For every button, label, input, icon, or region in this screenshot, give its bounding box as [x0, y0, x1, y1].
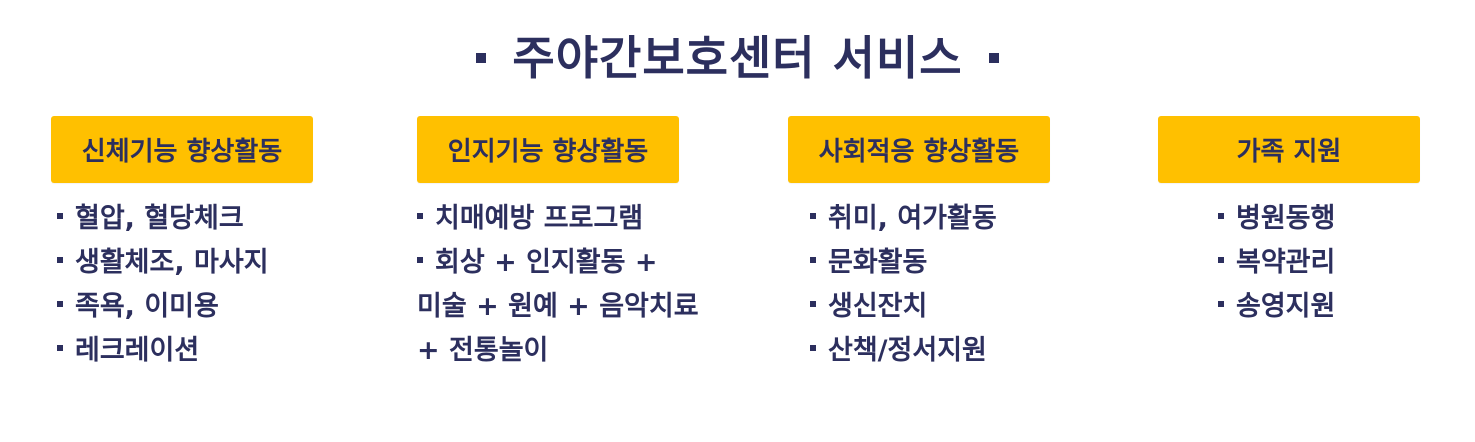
list-item-text: 취미, 여가활동	[828, 203, 997, 234]
list-item: 생활체조, 마사지	[57, 241, 313, 285]
square-bullet-icon	[810, 300, 816, 307]
list-item-text: 생활체조, 마사지	[75, 247, 269, 278]
square-bullet-icon	[810, 256, 816, 263]
square-bullet-icon	[57, 212, 63, 219]
list-item-text: 송영지원	[1236, 291, 1336, 322]
column-header: 인지기능 향상활동	[417, 116, 679, 183]
list-item-text: 혈압, 혈당체크	[75, 203, 244, 234]
list-item: 혈압, 혈당체크	[57, 197, 313, 241]
list-item: 병원동행	[1218, 197, 1420, 241]
square-bullet-icon	[1218, 212, 1224, 219]
list-item-text: 문화활동	[828, 247, 928, 278]
square-bullet-icon	[1218, 300, 1224, 307]
list-item: 회상 + 인지활동 +	[417, 241, 737, 285]
column-header: 사회적응 향상활동	[788, 116, 1050, 183]
list-item-text: 치매예방 프로그램	[435, 203, 644, 234]
list-item-text: 생신잔치	[828, 291, 928, 322]
title-bullet-right-icon	[988, 52, 999, 63]
list-item: 족욕, 이미용	[57, 285, 313, 329]
column-header: 가족 지원	[1158, 116, 1420, 183]
list-item: 미술 + 원예 + 음악치료	[417, 285, 737, 329]
list-item: 레크레이션	[57, 329, 313, 373]
list-item-text: 복약관리	[1236, 247, 1336, 278]
square-bullet-icon	[57, 256, 63, 263]
list-item-text: 산책/정서지원	[828, 335, 987, 366]
square-bullet-icon	[810, 344, 816, 351]
title-bullet-left-icon	[476, 52, 487, 63]
list-item: 취미, 여가활동	[810, 197, 1050, 241]
square-bullet-icon	[810, 212, 816, 219]
list-item: 생신잔치	[810, 285, 1050, 329]
list-item: 송영지원	[1218, 285, 1420, 329]
list-item: 복약관리	[1218, 241, 1420, 285]
square-bullet-icon	[1218, 256, 1224, 263]
list-item-text: + 전통놀이	[417, 335, 549, 366]
list-item-text: 회상 + 인지활동 +	[435, 247, 658, 278]
square-bullet-icon	[57, 344, 63, 351]
square-bullet-icon	[417, 212, 423, 219]
list-item: + 전통놀이	[417, 329, 737, 373]
page-title-text: 주야간보호센터 서비스	[512, 31, 963, 85]
list-item-text: 미술 + 원예 + 음악치료	[417, 291, 699, 322]
column-header: 신체기능 향상활동	[51, 116, 313, 183]
list-item: 치매예방 프로그램	[417, 197, 737, 241]
list-item: 문화활동	[810, 241, 1050, 285]
list-item-text: 레크레이션	[75, 335, 200, 366]
list-item: 산책/정서지원	[810, 329, 1050, 373]
list-item-text: 족욕, 이미용	[75, 291, 219, 322]
square-bullet-icon	[57, 300, 63, 307]
square-bullet-icon	[417, 256, 423, 263]
list-item-text: 병원동행	[1236, 203, 1336, 234]
page-title: 주야간보호센터 서비스	[0, 22, 1475, 88]
